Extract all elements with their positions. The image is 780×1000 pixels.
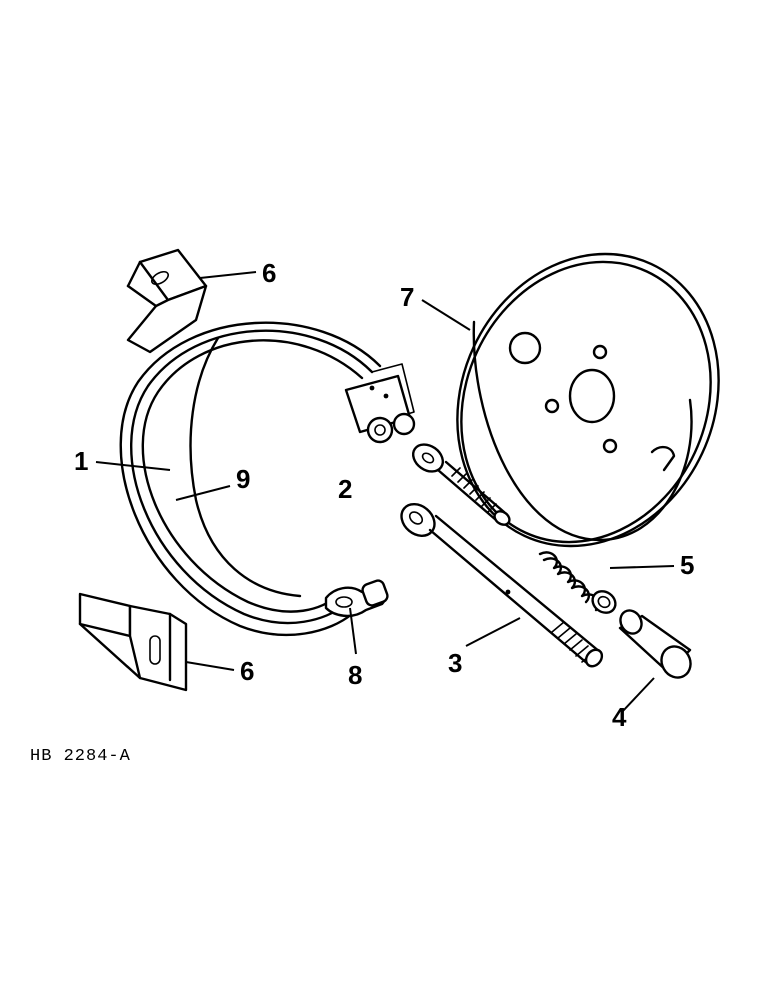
sleeve <box>618 609 692 679</box>
brake-drum <box>456 252 720 548</box>
brake-band <box>119 321 416 637</box>
callout-6-lower: 6 <box>240 656 254 686</box>
lower-rod <box>400 503 604 668</box>
callout-5: 5 <box>680 550 694 580</box>
callout-1: 1 <box>74 446 88 476</box>
leader-lines <box>95 271 675 713</box>
drawing-code: HB 2284-A <box>30 747 131 766</box>
callout-8: 8 <box>348 660 362 690</box>
callout-2: 2 <box>338 474 352 504</box>
upper-rod <box>411 443 511 526</box>
bracket-upper <box>126 248 208 354</box>
callout-6-upper: 6 <box>262 258 276 288</box>
spring <box>538 551 617 614</box>
bracket-lower <box>78 592 188 692</box>
callout-3: 3 <box>448 648 462 678</box>
callout-9: 9 <box>236 464 250 494</box>
callout-7: 7 <box>400 282 414 312</box>
callout-4: 4 <box>612 702 627 732</box>
band-end-clevis <box>324 579 389 618</box>
